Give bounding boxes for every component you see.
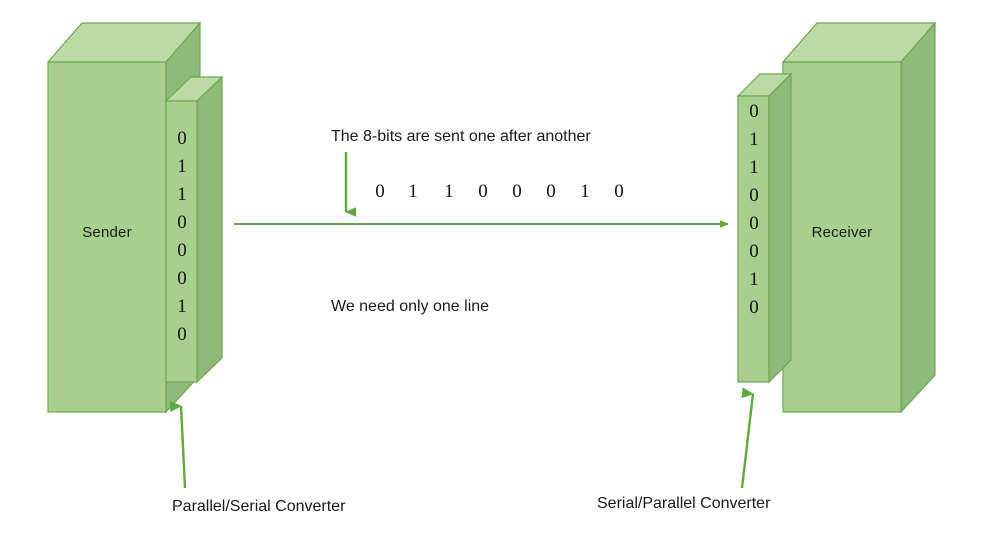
sender-bit: 0 (177, 240, 187, 261)
sender-bit: 1 (177, 156, 187, 177)
receiver-bit: 1 (749, 269, 759, 290)
sender-label: Sender (82, 224, 132, 241)
serial-stream-bit: 1 (408, 181, 418, 202)
sender-bit: 0 (177, 212, 187, 233)
receiver-converter-callout-arrow (740, 387, 755, 489)
serial-stream-bit: 0 (614, 181, 624, 202)
receiver-box-side-face (900, 21, 936, 414)
bottom-note-text: We need only one line (331, 298, 490, 315)
serial-stream-bit: 0 (478, 181, 488, 202)
sender-converter-front-face (165, 100, 198, 383)
sender-converter-side-face (196, 75, 223, 384)
receiver-converter-front-face (737, 95, 770, 383)
sender-bit: 0 (177, 324, 187, 345)
sender-converter-callout-arrow (169, 401, 187, 489)
serial-stream-bit: 0 (546, 181, 556, 202)
sender-box-front-face (47, 61, 167, 413)
serial-stream-bit: 1 (580, 181, 590, 202)
receiver-bit: 0 (749, 241, 759, 262)
receiver-bit: 0 (749, 297, 759, 318)
receiver-box-front-face (782, 61, 902, 413)
serial-parallel-converter-label: Serial/Parallel Converter (597, 495, 771, 512)
sender-bit: 0 (177, 128, 187, 149)
receiver-bit: 1 (749, 157, 759, 178)
top-note-text: The 8-bits are sent one after another (331, 128, 591, 145)
receiver-bit: 0 (749, 101, 759, 122)
parallel-serial-converter-label: Parallel/Serial Converter (172, 498, 346, 515)
receiver-converter-side-face (768, 72, 792, 384)
serial-stream-bit: 0 (512, 181, 522, 202)
sender-bit: 1 (177, 184, 187, 205)
serial-stream-bit: 1 (444, 181, 454, 202)
serial-stream-bit: 0 (375, 181, 385, 202)
receiver-label: Receiver (811, 224, 873, 241)
sender-bit: 1 (177, 296, 187, 317)
sender-bit: 0 (177, 268, 187, 289)
receiver-bit: 0 (749, 213, 759, 234)
receiver-bit: 1 (749, 129, 759, 150)
receiver-bit: 0 (749, 185, 759, 206)
